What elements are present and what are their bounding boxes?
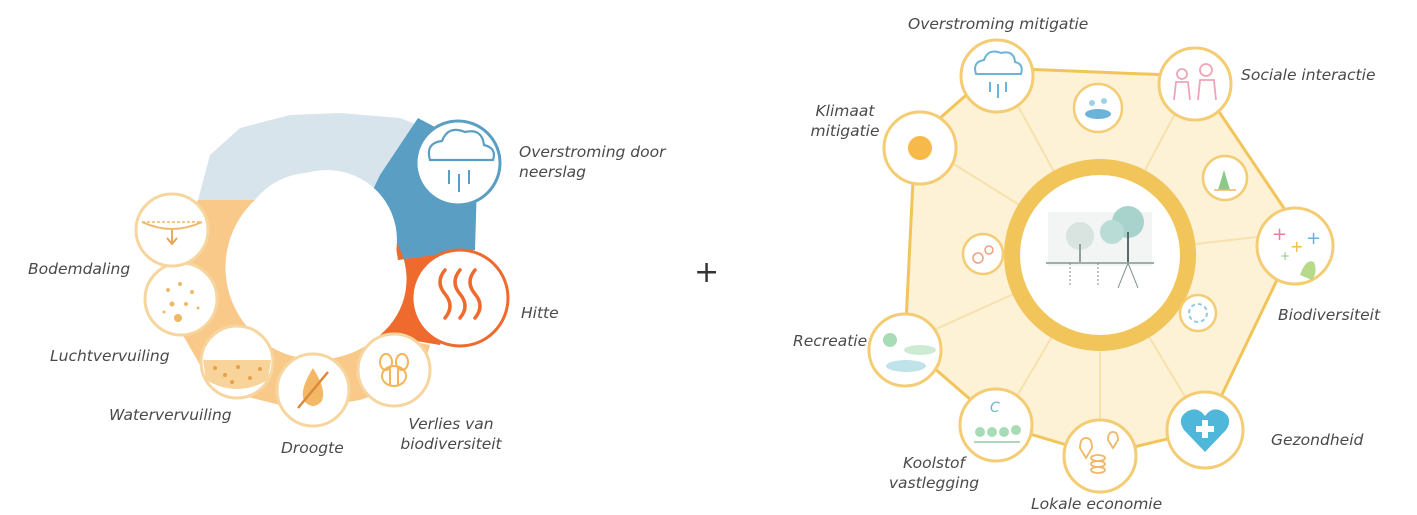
label-hitte: Hitte <box>521 304 559 322</box>
cloud-icon <box>974 50 1023 75</box>
sun-icon <box>908 136 932 160</box>
recreation-icon-circle <box>867 312 943 388</box>
label-overstroming-mitigatie: Overstroming mitigatie <box>908 15 1089 33</box>
air-pollution-icon-circle <box>143 261 219 337</box>
label-klimaat-mitigatie: Klimaat mitigatie <box>810 102 880 140</box>
bee-icon-circle <box>356 332 432 408</box>
biodiversity-icon-circle: + + + + <box>1255 206 1335 286</box>
water-small-icon-circle <box>1072 82 1124 134</box>
heat-waves-icon <box>438 268 482 320</box>
right-diagram: + + + + C <box>867 38 1335 494</box>
climate-mitigation-icon-circle <box>882 110 958 186</box>
flood-icon-circle <box>414 119 502 207</box>
label-lokale-economie: Lokale economie <box>1031 495 1163 513</box>
cycle-small-icon-circle <box>1178 293 1218 333</box>
flood-mitigation-icon-circle <box>959 38 1035 114</box>
bird-icon <box>1300 261 1316 280</box>
subsidence-icon-circle <box>134 192 210 268</box>
label-overstroming-door-neerslag: Overstroming door neerslag <box>519 143 666 181</box>
svg-text:+: + <box>1280 249 1290 263</box>
plant-small-icon-circle <box>1201 154 1249 202</box>
label-watervervuiling: Watervervuiling <box>109 406 232 424</box>
local-economy-icon-circle <box>1062 418 1138 494</box>
svg-text:+: + <box>1272 224 1287 245</box>
label-koolstof-vastlegging: Koolstof vastlegging <box>888 454 980 492</box>
svg-text:+: + <box>1306 228 1321 249</box>
label-verlies-van-biodiversiteit: Verlies van biodiversiteit <box>400 415 502 453</box>
label-luchtvervuiling: Luchtvervuiling <box>50 347 170 365</box>
label-recreatie: Recreatie <box>793 332 868 350</box>
svg-text:+: + <box>1290 237 1303 256</box>
label-droogte: Droogte <box>281 439 344 457</box>
label-sociale-interactie: Sociale interactie <box>1241 66 1376 84</box>
plus-sign: + <box>694 255 720 290</box>
social-interaction-icon-circle <box>1157 46 1233 122</box>
drought-icon-circle <box>275 352 351 428</box>
arrow-down-icon <box>166 230 178 246</box>
bee-icon <box>379 353 409 387</box>
heat-icon-circle <box>410 248 510 348</box>
coin-small-icon-circle <box>961 232 1005 276</box>
tree-illustration <box>1046 206 1154 289</box>
health-icon-circle <box>1165 390 1245 470</box>
carbon-sequestration-icon-circle: C <box>958 387 1034 463</box>
label-biodiversiteit: Biodiversiteit <box>1278 306 1381 324</box>
label-bodemdaling: Bodemdaling <box>28 260 131 278</box>
cloud-icon <box>427 128 496 162</box>
donut-segment-gray <box>198 113 418 200</box>
svg-text:C: C <box>990 400 1000 416</box>
label-gezondheid: Gezondheid <box>1271 431 1364 449</box>
water-pollution-icon-circle <box>199 324 275 400</box>
